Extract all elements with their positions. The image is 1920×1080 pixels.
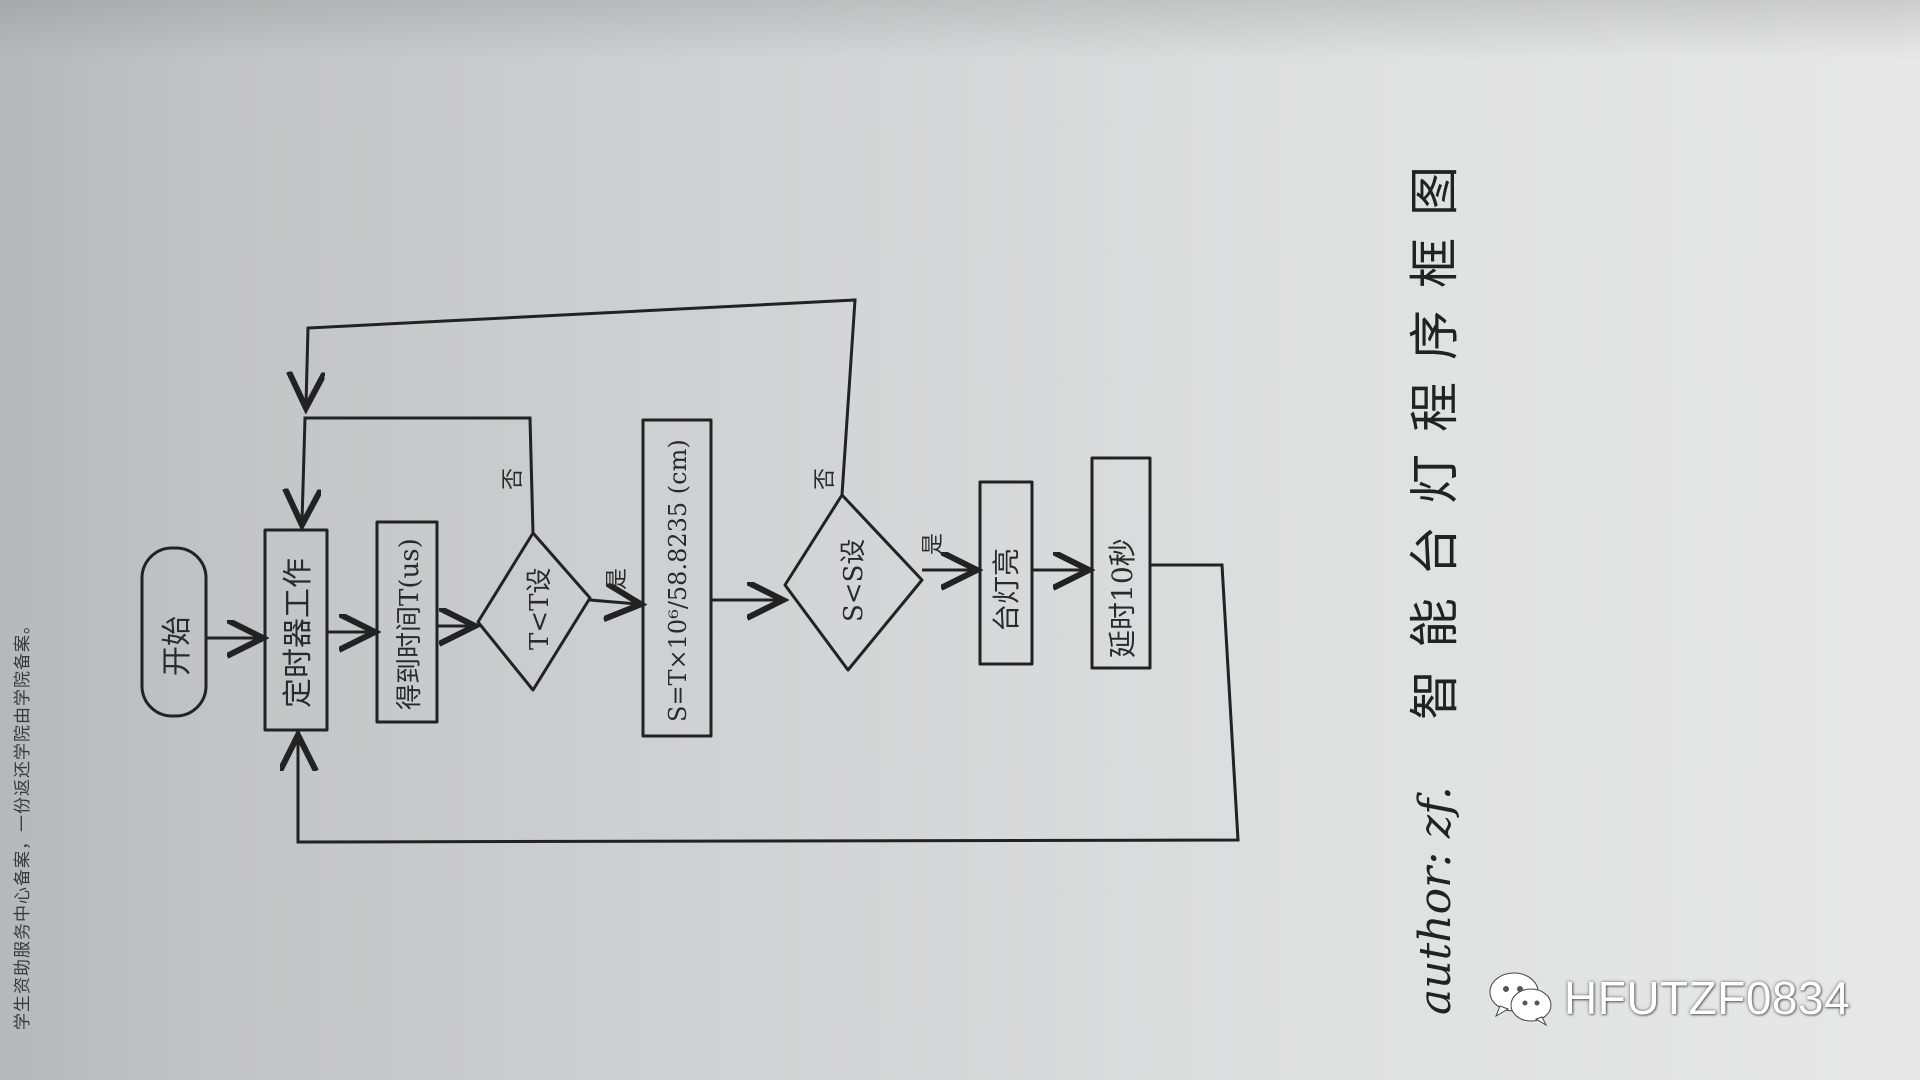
watermark: HFUTZF0834 <box>1488 970 1850 1026</box>
calc-label: S=T×10⁶/58.8235 (cm) <box>664 439 692 722</box>
flow-arrows <box>207 298 1240 844</box>
author-signature: author: zf. <box>1410 786 1461 1015</box>
no-label-1: 否 <box>501 468 526 490</box>
yes-label-2: 是 <box>921 533 946 555</box>
watermark-text: HFUTZF0834 <box>1564 972 1851 1024</box>
paper-shadow <box>0 0 1920 60</box>
get-time-label: 得到时间T(us) <box>395 538 425 710</box>
calc-box <box>641 418 713 738</box>
diagram-title: 智能台灯程序框图 <box>1406 144 1464 720</box>
delay-label: 延时10秒 <box>1106 538 1139 658</box>
light-label: 台灯亮 <box>990 548 1023 632</box>
yes-label-1: 是 <box>605 568 630 590</box>
wechat-icon <box>1489 972 1552 1026</box>
start-label: 开始 <box>160 616 195 676</box>
start-terminal <box>140 546 208 718</box>
s-condition-label: S<S设 <box>839 539 869 622</box>
t-condition-diamond <box>476 531 592 692</box>
timer-label: 定时器工作 <box>281 558 316 708</box>
no-label-2: 否 <box>813 468 838 490</box>
s-condition-diamond <box>783 493 924 672</box>
t-condition-label: T<T设 <box>525 568 555 650</box>
